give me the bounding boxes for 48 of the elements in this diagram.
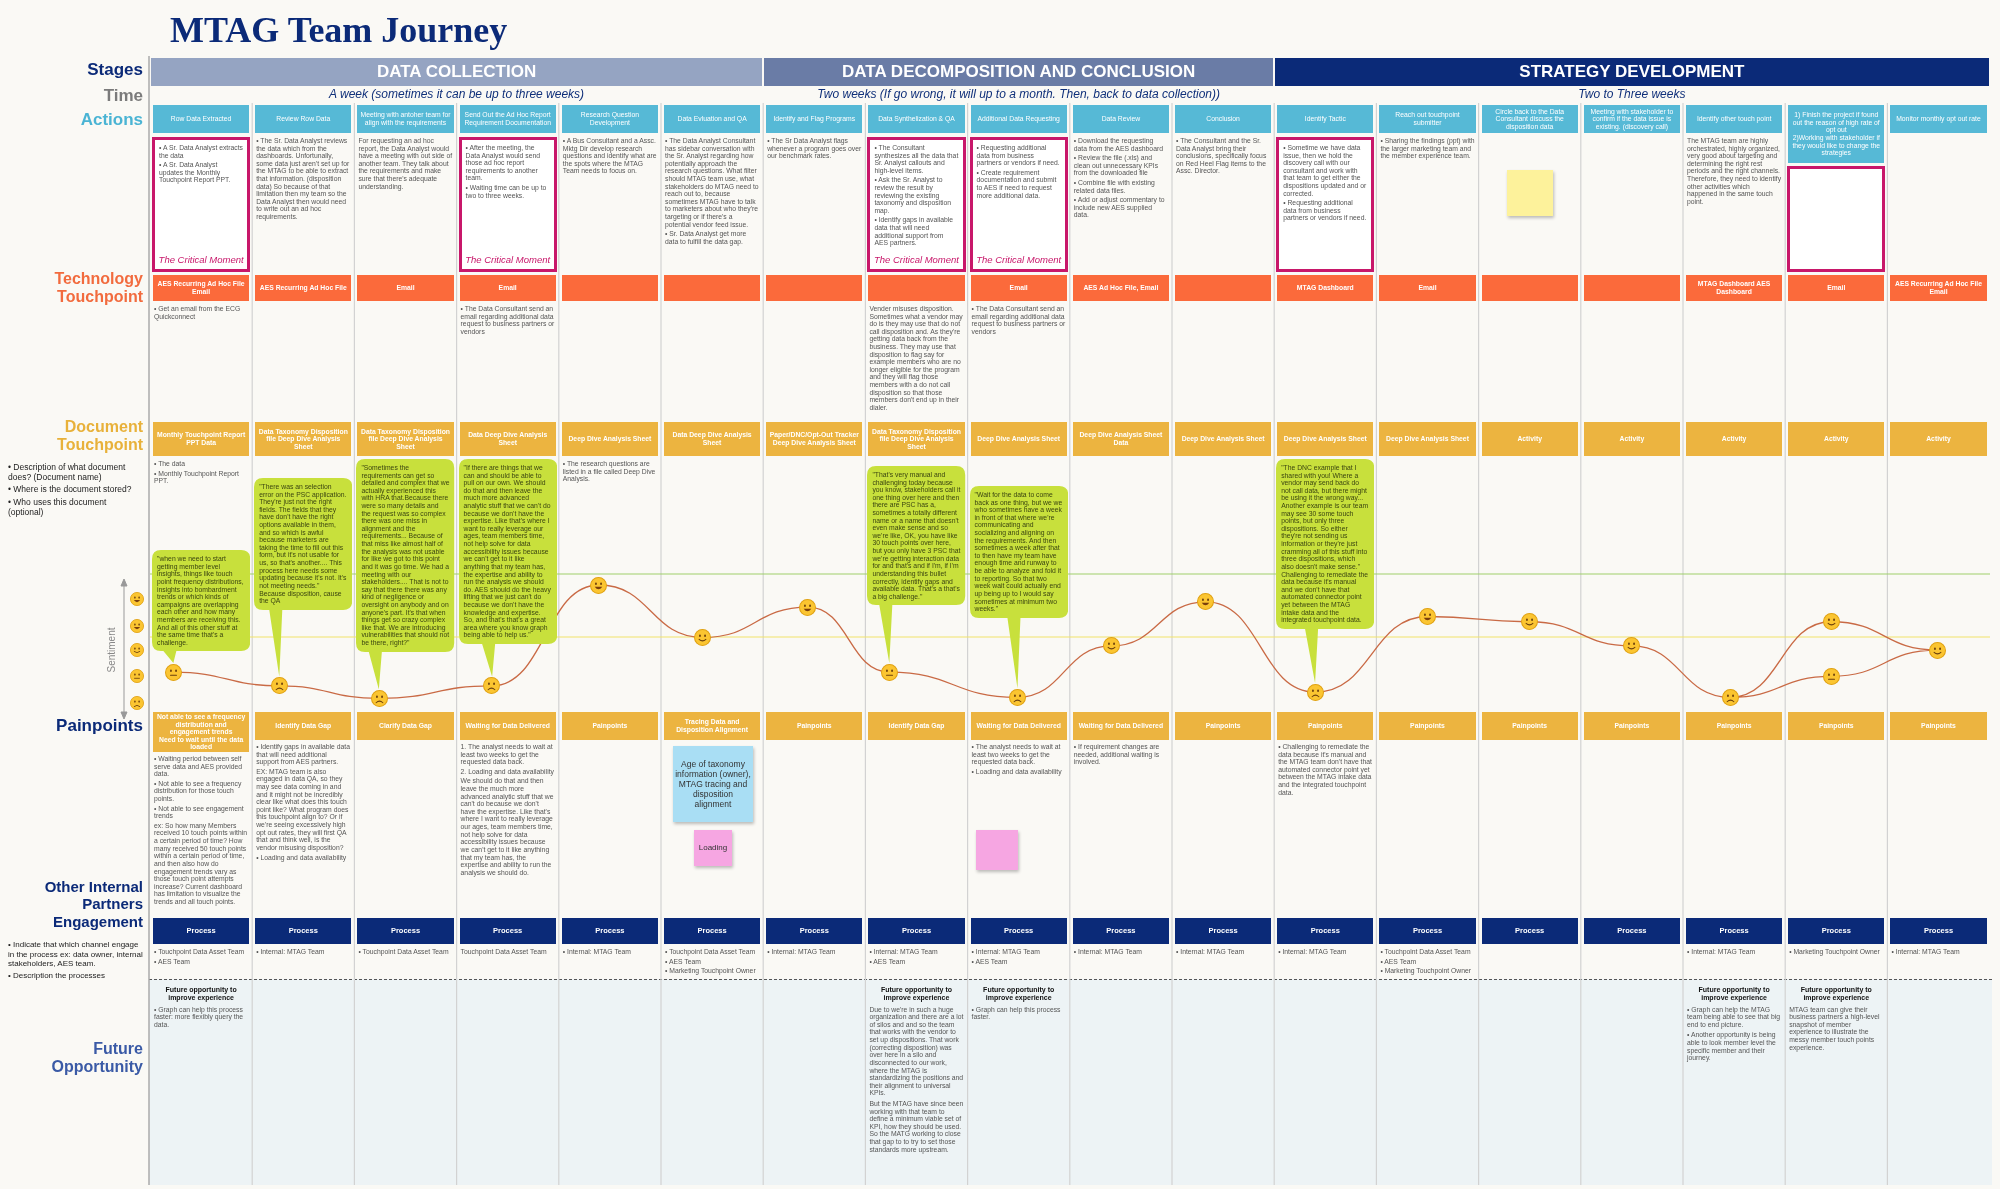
technology-touchpoint-box [1175,275,1272,301]
row-label: Technology Touchpoint [53,270,143,307]
technology-touchpoint-box [766,275,863,301]
guidance-note: • Who uses this document (optional) [8,496,108,517]
row-label: Stages [87,60,143,80]
axis-label: Sentiment [106,627,118,673]
quote-bubble [969,486,1068,689]
stage-band: DATA COLLECTION [151,58,763,86]
row-label: Document Touchpoint [56,418,143,455]
guidance-note: • Where is the document stored? [8,484,133,495]
critical-moment-box [969,137,1068,272]
technology-touchpoint-box [1481,275,1578,301]
row-label: Painpoints [56,716,143,736]
row-label: Actions [80,110,143,130]
stage-duration: A week (sometimes it can be up to three weeks) [329,88,585,102]
sticky-note [1506,170,1553,216]
action-header [1788,105,1885,163]
stage-band: DATA DECOMPOSITION AND CONCLUSION [764,58,1274,86]
technology-touchpoint-box [1583,275,1680,301]
guidance-note: • Description the processes [8,970,107,981]
quote-bubble [152,550,251,664]
row-label: Time [103,86,143,106]
stage-duration: Two to Three weeks [1578,88,1686,102]
critical-moment-box [458,137,557,272]
critical-moment-box [1787,166,1886,272]
critical-moment-box [1276,137,1375,272]
critical-moment-label: The Critical Moment [465,255,551,266]
sticky-note: Loading [694,830,732,866]
critical-moment-label: The Critical Moment [874,255,959,266]
page-title: MTAG Team Journey [170,10,508,52]
critical-moment-box [867,137,966,272]
sticky-note: Age of taxonomy information (owner), MTAG tracing and disposition alignment [673,746,753,822]
critical-moment-label: The Critical Moment [158,255,244,266]
row-label: Other Internal Partners Engagement [43,878,143,930]
stage-band: STRATEGY DEVELOPMENT [1275,58,1989,86]
row-label: Future Opportunity [50,1040,143,1077]
technology-touchpoint-box [664,275,761,301]
critical-moment-box [152,137,251,272]
sticky-note [975,830,1018,870]
guidance-note: • Description of what document does? (Document name) [8,462,127,483]
quote-bubble [356,459,455,690]
technology-touchpoint-box [561,275,658,301]
stage-duration: Two weeks (If go wrong, it will up to a month. Then, back to data collection)) [817,88,1220,102]
guidance-note: • Indicate that which channel engage in the process ex: data owner, internal stakeholders, AES team. [8,940,144,969]
critical-moment-label: The Critical Moment [976,255,1062,266]
quote-bubble [458,459,557,677]
technology-touchpoint-box [868,275,965,301]
painpoint-box [153,712,250,752]
